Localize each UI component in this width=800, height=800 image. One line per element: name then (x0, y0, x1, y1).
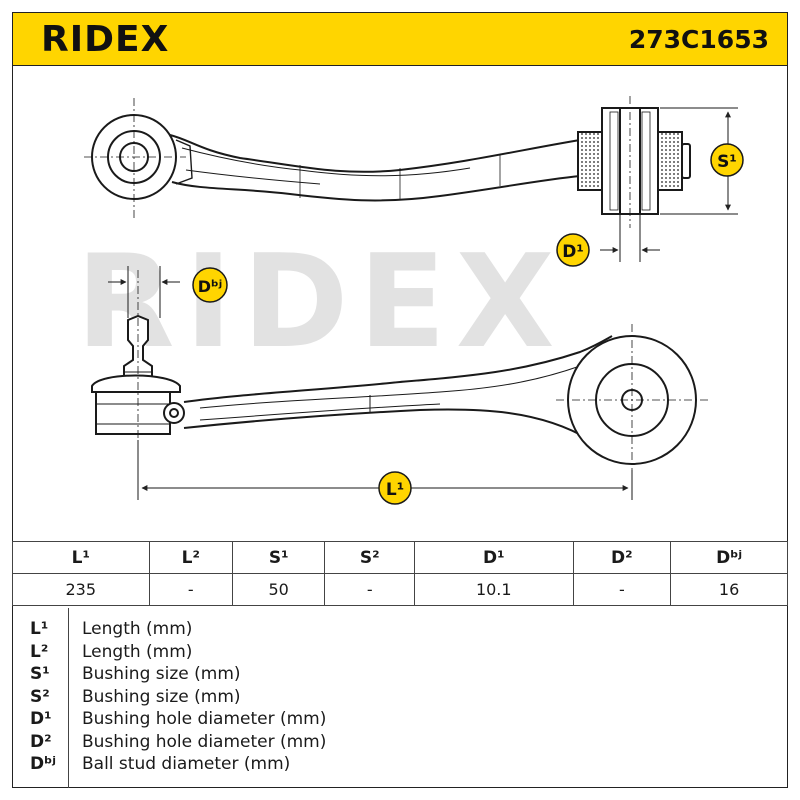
legend-item: S¹ Bushing size (mm) (12, 663, 788, 686)
specs-value-cell: 235 (12, 573, 150, 606)
legend-item: S² Bushing size (mm) (12, 686, 788, 709)
legend-key: S² (30, 686, 50, 707)
brand-watermark: RIDEX (76, 228, 565, 377)
technical-drawing: S¹ D¹ Dᵇʲ L¹ (84, 96, 744, 505)
brand-logo: RIDEX (41, 19, 170, 60)
legend-text: Ball stud diameter (mm) (82, 754, 291, 774)
legend-text: Bushing hole diameter (mm) (82, 709, 327, 729)
legend-key: Dᵇʲ (30, 754, 56, 774)
specs-value-cell: 16 (670, 573, 788, 606)
legend-item: L¹ Length (mm) (12, 618, 788, 641)
legend-key: L¹ (30, 619, 49, 639)
legend-text: Length (mm) (82, 619, 193, 639)
svg-text:D¹: D¹ (562, 242, 584, 262)
bottom-arm-view (91, 270, 708, 500)
specs-header-cell: D¹ (414, 541, 574, 574)
legend-item: L² Length (mm) (12, 641, 788, 664)
specs-header-row: L¹ L² S¹ S² D¹ D² Dᵇʲ (12, 541, 788, 574)
d1-dimension (600, 214, 660, 262)
specs-header-cell: L¹ (12, 541, 150, 574)
specs-header-cell: S² (324, 541, 415, 574)
specs-value-cell: 10.1 (414, 573, 574, 606)
part-number: 273C1653 (628, 25, 769, 54)
legend-text: Bushing size (mm) (82, 664, 241, 684)
legend-item: Dᵇʲ Ball stud diameter (mm) (12, 753, 788, 776)
svg-text:S¹: S¹ (717, 152, 737, 172)
callout-l1: L¹ (378, 471, 412, 505)
legend-key: D² (30, 731, 52, 752)
legend-item: D¹ Bushing hole diameter (mm) (12, 708, 788, 731)
top-arm-view (84, 96, 691, 228)
legend-text: Length (mm) (82, 641, 193, 662)
svg-text:Dᵇʲ: Dᵇʲ (198, 277, 222, 296)
callout-s1: S¹ (710, 143, 744, 177)
specs-value-row: 235 - 50 - 10.1 - 16 (12, 573, 788, 606)
specs-value-cell: 50 (231, 573, 326, 606)
svg-text:L¹: L¹ (386, 480, 404, 500)
specs-header-cell: L² (148, 541, 233, 574)
callout-dbj: Dᵇʲ (192, 267, 228, 303)
legend-key: L² (30, 641, 49, 662)
specs-header-cell: Dᵇʲ (670, 541, 788, 574)
dbj-dimension (108, 266, 180, 318)
specs-header-cell: S¹ (231, 541, 326, 574)
legend-key: S¹ (30, 664, 50, 684)
legend-text: Bushing hole diameter (mm) (82, 731, 327, 752)
header-bar: RIDEX 273C1653 (12, 12, 788, 66)
specs-header-cell: D² (572, 541, 672, 574)
specs-value-cell: - (572, 573, 672, 606)
legend-item: D² Bushing hole diameter (mm) (12, 731, 788, 754)
legend-key: D¹ (30, 709, 52, 729)
legend-text: Bushing size (mm) (82, 686, 241, 707)
specs-value-cell: - (324, 573, 415, 606)
specs-value-cell: - (148, 573, 233, 606)
legend-divider (68, 608, 69, 788)
dimension-legend: L¹ Length (mm) L² Length (mm) S¹ Bushing… (12, 608, 788, 788)
callout-d1: D¹ (556, 233, 590, 267)
specs-table: L¹ L² S¹ S² D¹ D² Dᵇʲ 235 - 50 - 10.1 - … (12, 541, 788, 606)
